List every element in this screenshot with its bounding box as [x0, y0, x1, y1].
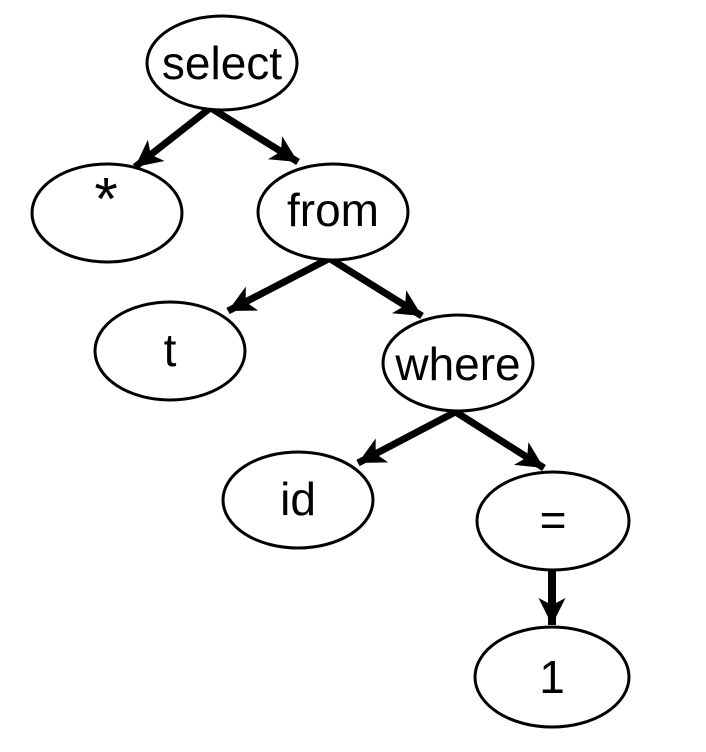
- node-one-label: 1: [539, 651, 565, 703]
- edge-from-t: [226, 251, 338, 315]
- edge-select-from: [204, 102, 300, 165]
- node-t: t: [93, 300, 247, 402]
- node-select-label: select: [162, 37, 282, 89]
- node-select: select: [145, 14, 299, 112]
- node-where-label: where: [394, 338, 520, 390]
- node-eq-ellipse: [475, 470, 631, 572]
- node-from-ellipse: [256, 162, 410, 262]
- edge-select-star: [132, 102, 217, 170]
- edge-where-eq: [449, 406, 546, 471]
- node-one-ellipse: [473, 625, 631, 729]
- node-eq-label: =: [540, 494, 567, 546]
- node-t-ellipse: [93, 300, 247, 402]
- node-one: 1: [473, 625, 631, 729]
- node-from-label: from: [287, 184, 379, 236]
- node-where: where: [381, 313, 535, 413]
- node-star-label: *: [94, 166, 117, 233]
- node-group: select * from t where id: [30, 14, 631, 729]
- node-id: id: [221, 450, 375, 550]
- node-star: *: [30, 162, 184, 264]
- node-star-ellipse: [30, 162, 184, 264]
- node-id-label: id: [280, 473, 316, 525]
- edge-where-id: [356, 405, 463, 467]
- edge-from-where: [322, 252, 424, 319]
- edge-group: [132, 102, 566, 625]
- node-eq: =: [475, 470, 631, 572]
- node-t-label: t: [164, 324, 177, 376]
- node-id-ellipse: [221, 450, 375, 550]
- node-select-ellipse: [145, 14, 299, 112]
- node-from: from: [256, 162, 410, 262]
- node-where-ellipse: [381, 313, 535, 413]
